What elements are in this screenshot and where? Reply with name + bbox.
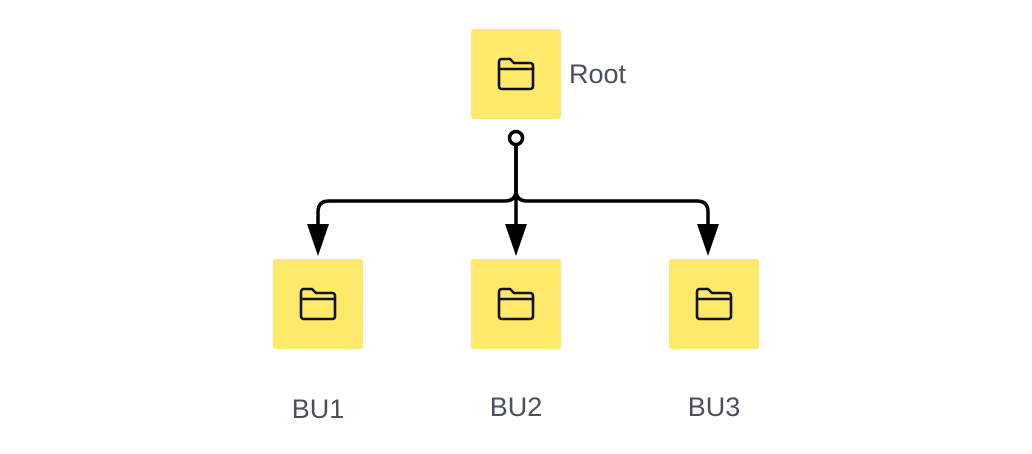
arrowhead-bu3: [697, 224, 719, 256]
bu3-node[interactable]: [669, 259, 759, 349]
arrowhead-bu2: [505, 224, 527, 256]
folder-icon: [695, 287, 733, 321]
root-label: Root: [569, 59, 627, 89]
arrowhead-bu1: [307, 224, 329, 256]
bu2-label: BU2: [489, 392, 543, 422]
bu3-label: BU3: [687, 392, 741, 422]
bu1-node[interactable]: [273, 259, 363, 349]
root-node[interactable]: [471, 29, 561, 119]
folder-icon: [497, 287, 535, 321]
folder-icon: [299, 287, 337, 321]
bu2-node[interactable]: [471, 259, 561, 349]
connector-origin-dot: [507, 129, 525, 147]
folder-icon: [497, 57, 535, 91]
connector-to-bu1: [316, 144, 518, 232]
connector-to-bu3: [514, 144, 710, 232]
bu1-label: BU1: [291, 394, 345, 424]
